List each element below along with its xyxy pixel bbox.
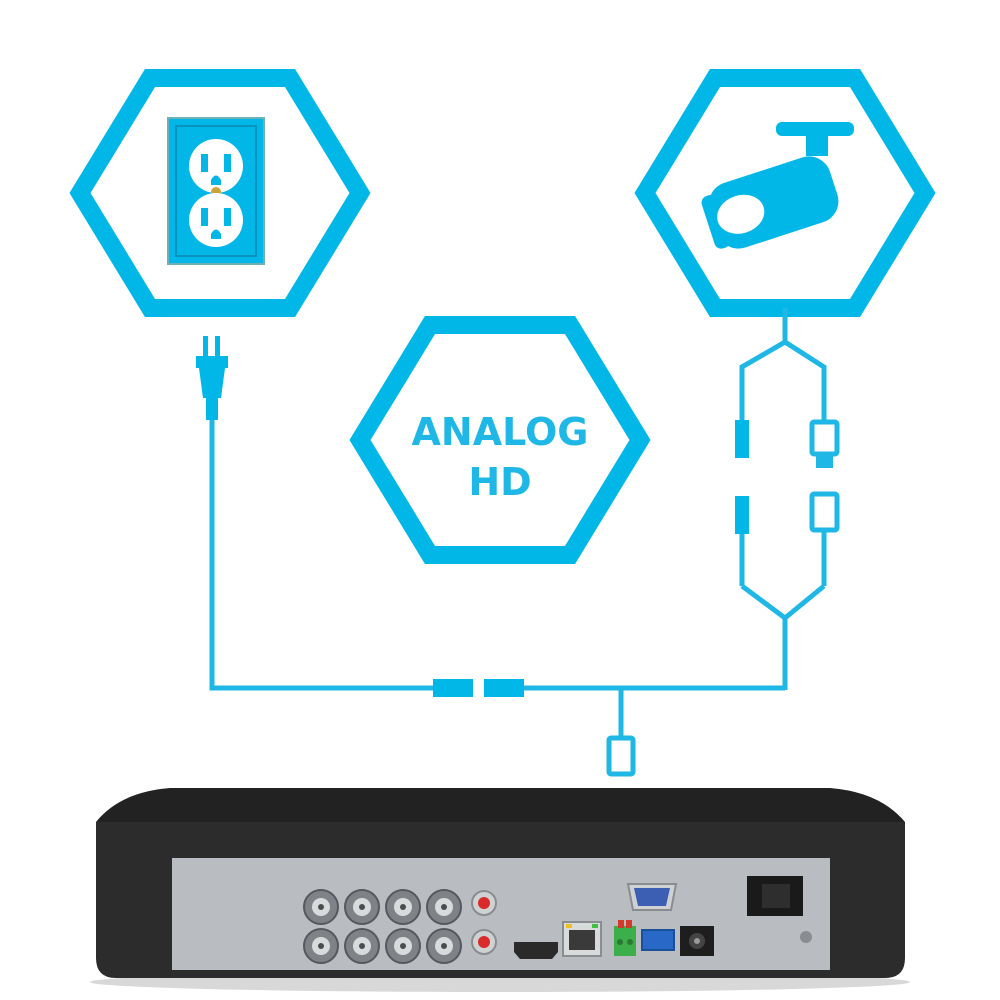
dvr-rear-panel xyxy=(172,858,830,970)
vga-port xyxy=(626,883,678,911)
alarm-terminal-block xyxy=(614,920,636,956)
camera-power-connector-top xyxy=(735,420,749,458)
dvr-bnc-connector xyxy=(606,735,636,777)
security-camera-icon xyxy=(701,122,854,249)
analog-hd-label-line2: HD xyxy=(468,460,531,504)
power-cable xyxy=(196,336,785,697)
power-outlet-icon xyxy=(167,117,265,265)
power-connector-male xyxy=(484,679,524,697)
bnc-inputs xyxy=(303,889,462,964)
camera-hexagon xyxy=(634,69,936,317)
usb-port xyxy=(641,929,675,951)
ground-screw xyxy=(800,931,812,943)
power-switch xyxy=(747,876,803,916)
rca-audio-ports xyxy=(471,890,497,955)
power-plug-icon xyxy=(196,336,228,420)
bnc-connector-icon xyxy=(809,419,840,533)
analog-hd-hexagon: ANALOG HD xyxy=(349,316,651,564)
power-connector-female xyxy=(433,679,473,697)
camera-power-connector-bottom xyxy=(735,496,749,534)
dc-power-port xyxy=(680,926,714,956)
hdmi-port xyxy=(514,942,558,959)
dvr-recorder-icon xyxy=(90,788,910,992)
dvr-cable xyxy=(606,688,636,777)
outlet-hexagon xyxy=(69,69,371,317)
ethernet-port xyxy=(562,921,602,957)
analog-hd-label-line1: ANALOG xyxy=(412,410,589,454)
siamese-cable xyxy=(735,308,840,690)
